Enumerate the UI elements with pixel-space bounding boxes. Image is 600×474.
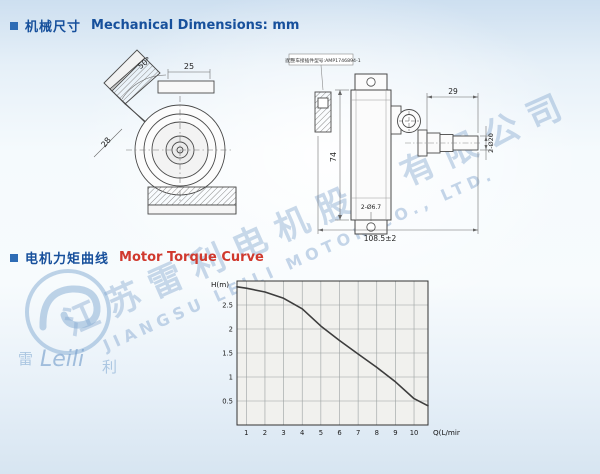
svg-text:3: 3 [281, 429, 285, 437]
torque-chart-svg: 1 2 3 4 5 6 7 8 9 10 0.5 1 1.5 2 2.5 H(m) Q(L/min) [211, 280, 460, 437]
pump-top-boss [157, 80, 215, 94]
torque-title-en: Motor Torque Curve [119, 250, 264, 265]
dim-label-29: 29 [448, 87, 458, 96]
svg-text:4: 4 [300, 429, 304, 437]
chart-border [236, 280, 429, 426]
svg-text:1: 1 [244, 429, 248, 437]
dimension-lines [317, 89, 492, 234]
torque-title-zh: 电机力矩曲线 [25, 252, 110, 267]
chart-xlabel: Q(L/min) [433, 428, 460, 437]
leili-logo-icon: 雷 利 Leili [18, 269, 117, 376]
mechanical-title-en: Mechanical Dimensions: mm [91, 18, 300, 33]
connector-label: 适配整车接插件型号:AMP1746894-1 [285, 57, 361, 64]
dimension-lines [93, 69, 211, 158]
logo-char-lei: 雷 [18, 350, 33, 368]
svg-text:0.5: 0.5 [222, 397, 233, 405]
section-motor-torque-curve-header: 电机力矩曲线 Motor Torque Curve [10, 248, 264, 267]
svg-text:6: 6 [337, 429, 341, 437]
chart-grid [237, 281, 428, 425]
svg-text:2.5: 2.5 [222, 301, 233, 309]
svg-text:7: 7 [356, 429, 360, 437]
dim-label-74: 74 [329, 152, 338, 162]
chart-tick-labels: 1 2 3 4 5 6 7 8 9 10 0.5 1 1.5 2 2.5 [222, 301, 418, 437]
torque-curve [236, 286, 429, 407]
hose-barb-outlet [405, 129, 482, 157]
section-mechanical-dimensions-header: 机械尺寸 Mechanical Dimensions: mm [10, 16, 299, 35]
svg-text:2: 2 [229, 325, 233, 333]
svg-text:5: 5 [319, 429, 323, 437]
dimension-arrows [318, 90, 488, 232]
section-bullet-icon [10, 253, 18, 262]
dim-label-2xd20: 2-Ø20 [487, 133, 495, 153]
centerlines [126, 96, 234, 204]
logo-char-li: 利 [102, 358, 117, 376]
logo-script-leili: Leili [40, 347, 84, 372]
leili-logo-watermark: 雷 利 Leili [10, 260, 130, 384]
svg-text:1: 1 [229, 373, 233, 381]
outlet-port [390, 105, 421, 135]
connector-callout: 适配整车接插件型号:AMP1746894-1 [285, 53, 361, 91]
pump-base [147, 186, 237, 215]
connector [314, 91, 332, 133]
pump-front-view-drawing: 适配整车接插件型号:AMP1746894-1 [285, 53, 495, 243]
svg-text:10: 10 [410, 429, 419, 437]
svg-text:8: 8 [375, 429, 379, 437]
section-bullet-icon [10, 21, 18, 30]
chart-ylabel: H(m) [211, 280, 229, 289]
svg-text:2: 2 [263, 429, 267, 437]
dim-label-total-length: 108.5±2 [364, 234, 397, 243]
mechanical-title-zh: 机械尺寸 [25, 20, 82, 35]
svg-text:9: 9 [393, 429, 397, 437]
pump-inlet-flange [103, 49, 161, 130]
pump-side-view-drawing: 25 50° 28 [93, 49, 237, 215]
dim-label-25: 25 [184, 62, 194, 71]
dim-label-28: 28 [99, 136, 112, 150]
svg-text:1.5: 1.5 [222, 349, 233, 357]
dim-label-2xd6-7: 2-Ø6.7 [361, 204, 381, 211]
